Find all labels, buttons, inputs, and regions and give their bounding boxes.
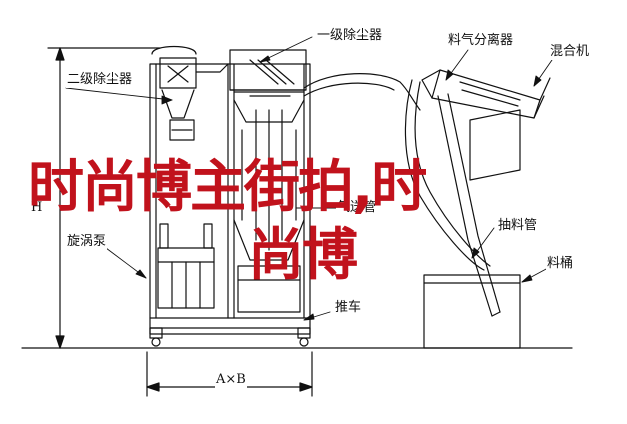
label-push-cart: 推车 bbox=[334, 300, 363, 316]
vortex-pump bbox=[157, 223, 215, 309]
overlay-title-line1: 时尚博主街拍,时 bbox=[28, 155, 427, 220]
label-suction-pipe: 抽料管 bbox=[497, 218, 539, 234]
label-material-bucket: 料桶 bbox=[546, 256, 575, 272]
overlay-title-line2: 尚博 bbox=[248, 223, 358, 288]
label-mixer: 混合机 bbox=[549, 44, 591, 60]
height-dimension bbox=[47, 47, 161, 349]
separator-and-mixer bbox=[421, 69, 551, 181]
label-height-dimension: H bbox=[31, 200, 43, 215]
label-width-dimension: A×B bbox=[215, 372, 247, 388]
main-hopper bbox=[233, 91, 305, 313]
leader-lines bbox=[65, 36, 553, 321]
cart-wheels bbox=[149, 327, 311, 347]
label-vortex-pump: 旋涡泵 bbox=[66, 234, 108, 250]
width-dimension bbox=[146, 351, 313, 397]
label-conveying-pipe: 气送管 bbox=[336, 200, 378, 216]
suction-pipe bbox=[437, 93, 501, 317]
label-material-separator: 料气分离器 bbox=[447, 33, 515, 49]
label-stage1-dust-collector: 一级除尘器 bbox=[316, 28, 384, 44]
stage1-collector-body bbox=[229, 49, 307, 91]
label-stage2-dust-collector: 二级除尘器 bbox=[66, 72, 134, 88]
material-bucket bbox=[423, 274, 521, 349]
stage2-collector bbox=[151, 45, 229, 141]
